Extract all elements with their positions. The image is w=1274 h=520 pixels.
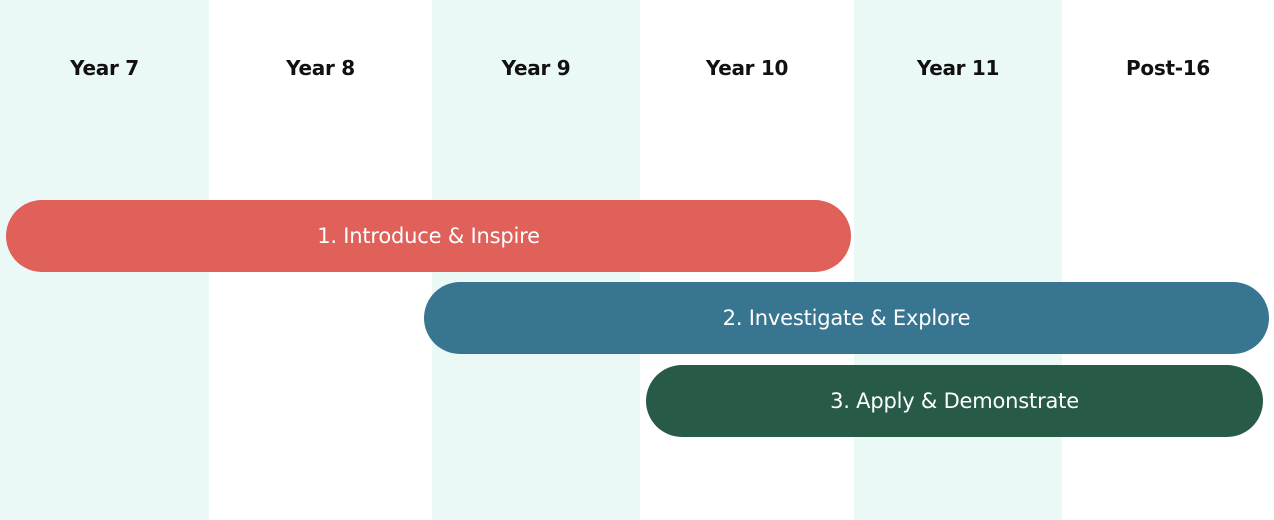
phase-bar-apply-demonstrate: 3. Apply & Demonstrate bbox=[646, 365, 1263, 437]
column-header-year-9: Year 9 bbox=[501, 56, 571, 80]
phase-label: 3. Apply & Demonstrate bbox=[830, 389, 1079, 413]
phase-label: 1. Introduce & Inspire bbox=[317, 224, 540, 248]
column-header-post-16: Post-16 bbox=[1126, 56, 1210, 80]
phase-bar-investigate-explore: 2. Investigate & Explore bbox=[424, 282, 1269, 354]
phase-bar-introduce-inspire: 1. Introduce & Inspire bbox=[6, 200, 851, 272]
column-post-16: Post-16 bbox=[1062, 0, 1274, 520]
column-header-year-8: Year 8 bbox=[286, 56, 355, 80]
phase-label: 2. Investigate & Explore bbox=[722, 306, 971, 330]
column-header-year-10: Year 10 bbox=[705, 56, 789, 80]
column-header-year-7: Year 7 bbox=[70, 56, 139, 80]
column-header-year-11: Year 11 bbox=[916, 56, 1000, 80]
column-year-11: Year 11 bbox=[854, 0, 1062, 520]
